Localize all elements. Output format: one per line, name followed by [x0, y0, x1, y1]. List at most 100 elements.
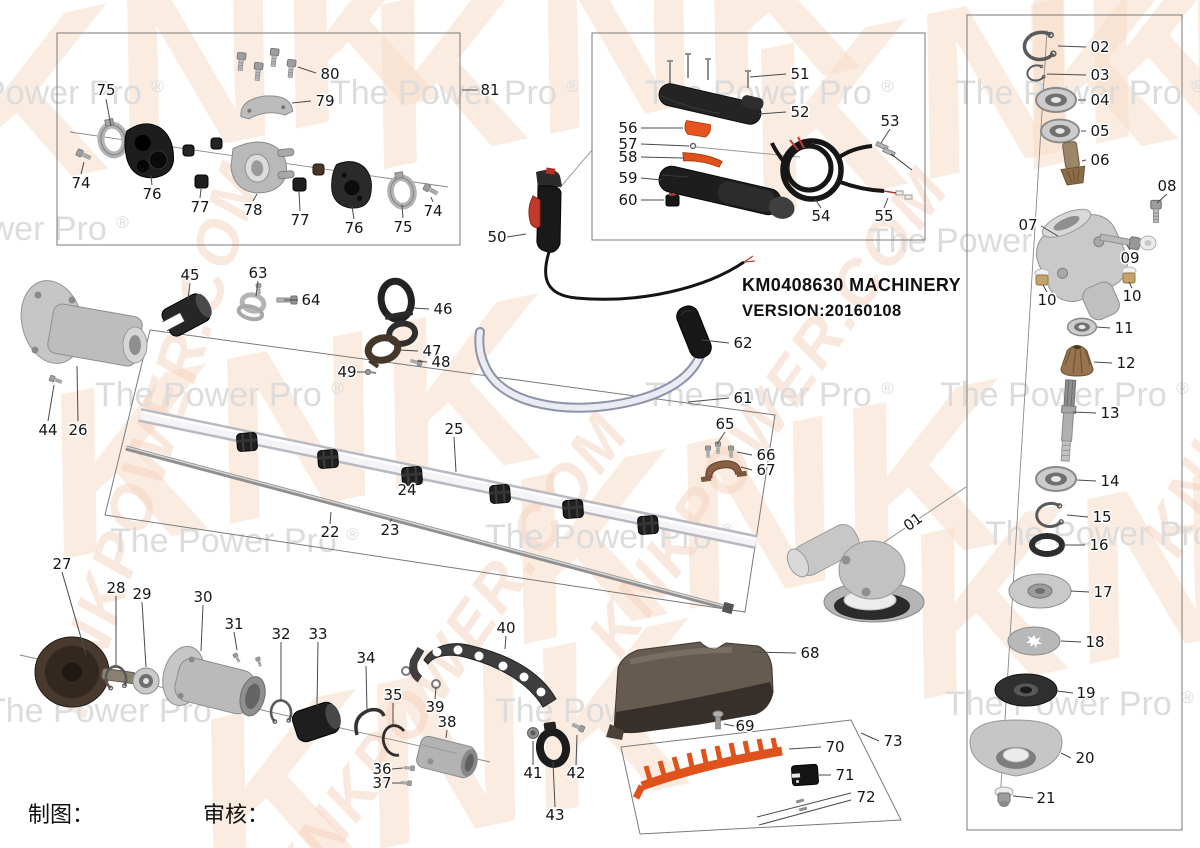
part-label-77: 77	[290, 211, 309, 229]
part-label-27: 27	[52, 555, 71, 573]
part-label-61: 61	[733, 389, 752, 407]
leader-line-63	[255, 280, 259, 297]
part-label-72: 72	[856, 788, 875, 806]
part-label-81: 81	[480, 81, 499, 99]
leader-line-15	[1066, 514, 1089, 518]
part-13-output-shaft	[1060, 379, 1077, 462]
leader-lines	[47, 45, 1168, 808]
part-68-safety-guard	[606, 641, 774, 740]
part-label-78: 78	[243, 201, 262, 219]
part-label-06: 06	[1090, 151, 1109, 169]
part-17-upper-blade-holder	[1008, 573, 1072, 609]
leader-line-06	[1081, 159, 1087, 162]
leader-line-69	[723, 723, 735, 727]
part-label-40: 40	[496, 619, 515, 637]
part-76-damper-left	[124, 123, 174, 179]
leader-line-20	[1060, 752, 1072, 759]
leader-line-48	[416, 360, 428, 363]
part-30-clutch-case	[162, 645, 266, 717]
leader-line-03	[1046, 73, 1087, 76]
leader-line-76	[351, 205, 355, 220]
part-78-mount-bracket	[230, 141, 295, 194]
part-54-throttle-cable-coil	[770, 138, 885, 202]
part-40-guard-bracket	[409, 643, 557, 708]
part-label-25: 25	[444, 420, 463, 438]
part-label-57: 57	[618, 135, 637, 153]
leader-line-57	[640, 143, 690, 147]
leader-line-23	[389, 518, 393, 523]
leader-line-73	[860, 732, 880, 742]
part-61-loop-handle	[474, 327, 705, 413]
part-label-75: 75	[96, 81, 115, 99]
part-label-38: 38	[437, 713, 456, 731]
part-label-70: 70	[825, 738, 844, 756]
part-label-17: 17	[1093, 583, 1112, 601]
part-59-handle-lower-half	[658, 165, 795, 219]
part-label-43: 43	[545, 806, 564, 824]
footer-reviewed-by: 审核：	[203, 802, 269, 827]
part-08-bolt	[1150, 199, 1162, 224]
leader-line-26	[76, 365, 79, 422]
leader-line-80	[297, 66, 317, 74]
part-58-throttle-lever	[682, 152, 723, 168]
leader-line-42	[575, 734, 578, 766]
part-27-clutch-drum	[34, 636, 137, 708]
part-label-49: 49	[337, 363, 356, 381]
part-label-79: 79	[315, 92, 334, 110]
part-29-bearing	[132, 667, 160, 695]
part-label-11: 11	[1114, 319, 1133, 337]
part-label-60: 60	[618, 191, 637, 209]
part-14-bearing	[1035, 466, 1077, 492]
leader-line-61	[687, 397, 730, 403]
part-label-13: 13	[1100, 404, 1119, 422]
part-label-32: 32	[271, 625, 290, 643]
part-60-stop-switch	[665, 193, 680, 207]
leader-line-22	[329, 511, 332, 525]
leader-line-70	[788, 746, 822, 750]
watermark-tagline: The Power Pro ®	[955, 74, 1200, 112]
leader-line-76	[150, 175, 153, 186]
part-label-03: 03	[1090, 66, 1109, 84]
part-label-05: 05	[1090, 122, 1109, 140]
part-label-29: 29	[132, 585, 151, 603]
part-label-63: 63	[248, 264, 267, 282]
part-16-seal-ring	[1029, 533, 1065, 557]
leader-line-75	[105, 98, 112, 127]
leader-line-58	[640, 156, 684, 159]
part-35-circlip	[381, 724, 406, 757]
leader-line-08	[1156, 193, 1168, 204]
leader-line-54	[814, 198, 822, 209]
part-10-plug-left	[1034, 268, 1050, 286]
part-label-26: 26	[68, 421, 87, 439]
leader-line-46	[412, 307, 430, 310]
part-label-44: 44	[38, 421, 57, 439]
leader-line-31	[233, 631, 238, 651]
leader-line-59	[640, 177, 662, 181]
throttle-cable	[544, 251, 745, 301]
part-label-68: 68	[800, 644, 819, 662]
leader-line-40	[504, 635, 507, 650]
part-label-30: 30	[193, 588, 212, 606]
part-label-48: 48	[431, 353, 450, 371]
leader-line-11	[1096, 326, 1111, 329]
part-55-wire-ends	[883, 190, 913, 200]
leader-line-66	[736, 451, 753, 456]
watermark-tagline: The Power Pro ®	[985, 515, 1200, 553]
watermark-tagline: The Power Pro ®	[0, 74, 164, 112]
part-19-lower-blade-holder	[994, 673, 1058, 707]
leader-line-07	[1040, 225, 1059, 237]
part-label-66: 66	[756, 446, 775, 464]
part-label-51: 51	[790, 65, 809, 83]
leader-line-53	[880, 128, 891, 144]
part-09-bolt	[1099, 233, 1157, 251]
leader-line-13	[1072, 411, 1097, 414]
part-49-screw	[364, 368, 377, 376]
part-label-42: 42	[566, 764, 585, 782]
part-label-59: 59	[618, 169, 637, 187]
part-label-74: 74	[71, 174, 90, 192]
part-12-bevel-gear	[1060, 345, 1094, 377]
leader-line-50	[506, 233, 527, 238]
part-20-guard-cup	[969, 719, 1063, 777]
leader-line-74	[80, 161, 85, 175]
part-63-clamp	[236, 283, 267, 322]
